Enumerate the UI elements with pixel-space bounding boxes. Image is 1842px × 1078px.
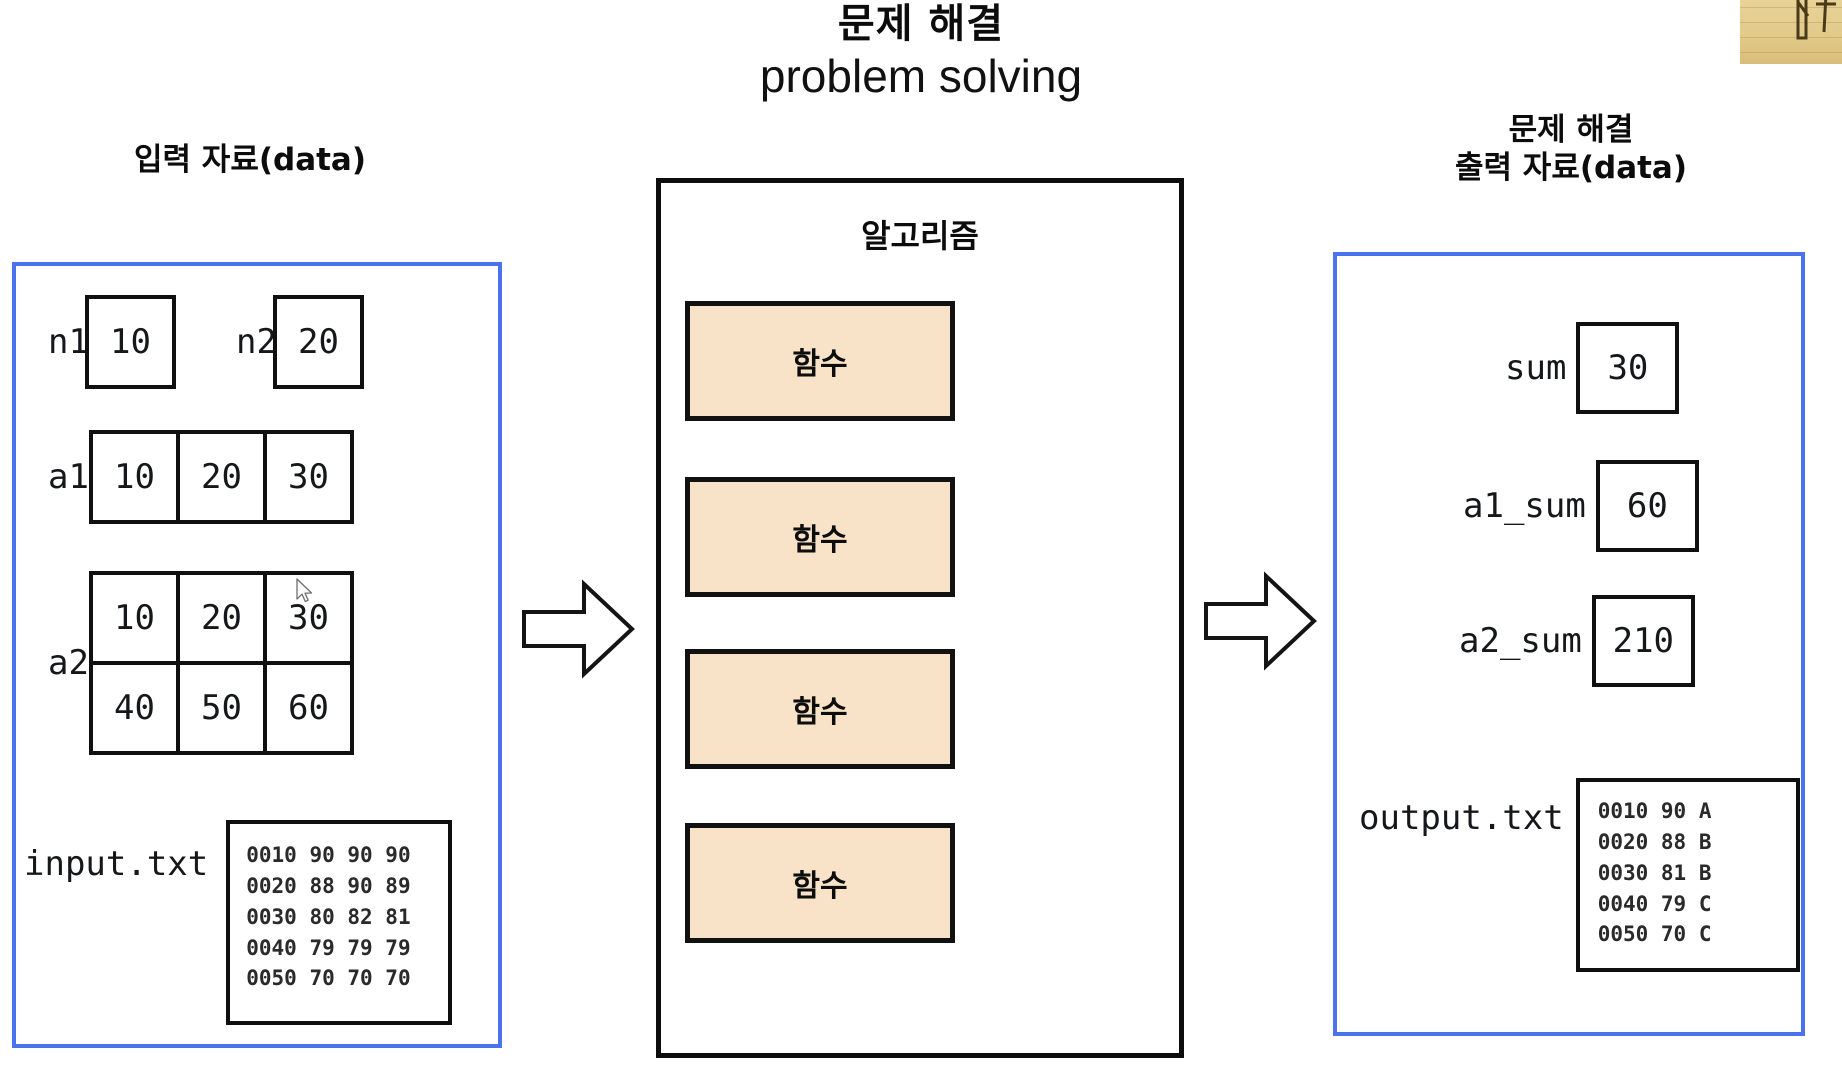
output-file: output.txt 0010 90 A 0020 88 B 0030 81 B… xyxy=(1359,778,1800,972)
array-a1-cell: 30 xyxy=(262,430,354,524)
variable-n2: n2 20 xyxy=(236,295,364,389)
result-a1-sum-label: a1_sum xyxy=(1463,486,1586,526)
notepad-image xyxy=(1740,0,1842,64)
result-a1-sum: a1_sum 60 xyxy=(1463,460,1699,552)
array-a1: a1 10 20 30 xyxy=(48,430,354,524)
function-box[interactable]: 함수 xyxy=(685,823,955,943)
right-panel-heading-line2: 출력 자료(data) xyxy=(1454,149,1688,186)
array-a2: a2 10 20 30 40 50 60 xyxy=(48,571,354,755)
variable-n2-value: 20 xyxy=(272,295,364,389)
result-a2-sum-value: 210 xyxy=(1591,595,1695,687)
array-a2-cell: 40 xyxy=(88,661,180,755)
variable-n1-value: 10 xyxy=(84,295,176,389)
left-panel-heading: 입력 자료(data) xyxy=(133,142,367,178)
algorithm-panel: 알고리즘 함수 함수 함수 함수 xyxy=(656,178,1184,1058)
flow-arrow-input-to-algorithm xyxy=(520,576,636,687)
array-a2-row: 10 20 30 xyxy=(88,571,354,665)
output-file-contents: 0010 90 A 0020 88 B 0030 81 B 0040 79 C … xyxy=(1575,778,1800,972)
result-sum: sum 30 xyxy=(1505,322,1680,414)
array-a1-cell: 10 xyxy=(88,430,180,524)
array-a2-cell: 50 xyxy=(175,661,267,755)
array-a1-label: a1 xyxy=(48,457,89,497)
function-box[interactable]: 함수 xyxy=(685,301,955,421)
right-panel-heading-line1: 문제 해결 xyxy=(1508,112,1634,148)
algorithm-title: 알고리즘 xyxy=(861,217,979,255)
input-file-contents: 0010 90 90 90 0020 88 90 89 0030 80 82 8… xyxy=(226,820,453,1025)
result-a2-sum: a2_sum 210 xyxy=(1459,595,1695,687)
output-file-label: output.txt xyxy=(1359,798,1564,838)
array-a2-label: a2 xyxy=(48,643,89,683)
result-sum-label: sum xyxy=(1505,348,1567,388)
array-a1-cells: 10 20 30 xyxy=(88,430,354,524)
array-a2-cell: 30 xyxy=(262,571,354,665)
flow-arrow-algorithm-to-output xyxy=(1202,568,1318,679)
result-sum-value: 30 xyxy=(1576,322,1680,414)
result-a1-sum-value: 60 xyxy=(1595,460,1699,552)
page-title: 문제 해결 problem solving xyxy=(0,2,1842,103)
input-file: input.txt 0010 90 90 90 0020 88 90 89 00… xyxy=(24,820,453,1025)
array-a2-cell: 10 xyxy=(88,571,180,665)
variable-n2-label: n2 xyxy=(236,322,277,362)
pen-icon xyxy=(1796,0,1836,40)
array-a1-row: 10 20 30 xyxy=(88,430,354,524)
array-a2-row: 40 50 60 xyxy=(88,661,354,755)
variable-n1-label: n1 xyxy=(48,322,89,362)
array-a2-cells: 10 20 30 40 50 60 xyxy=(88,571,354,755)
page-title-korean: 문제 해결 xyxy=(837,1,1005,47)
function-box[interactable]: 함수 xyxy=(685,477,955,597)
right-panel-heading: 문제 해결 출력 자료(data) xyxy=(1316,112,1826,188)
array-a1-cell: 20 xyxy=(175,430,267,524)
array-a2-cell: 60 xyxy=(262,661,354,755)
result-a2-sum-label: a2_sum xyxy=(1459,621,1582,661)
function-box[interactable]: 함수 xyxy=(685,649,955,769)
page-title-english: problem solving xyxy=(759,50,1083,102)
input-file-label: input.txt xyxy=(24,844,209,884)
variable-n1: n1 10 xyxy=(48,295,176,389)
array-a2-cell: 20 xyxy=(175,571,267,665)
